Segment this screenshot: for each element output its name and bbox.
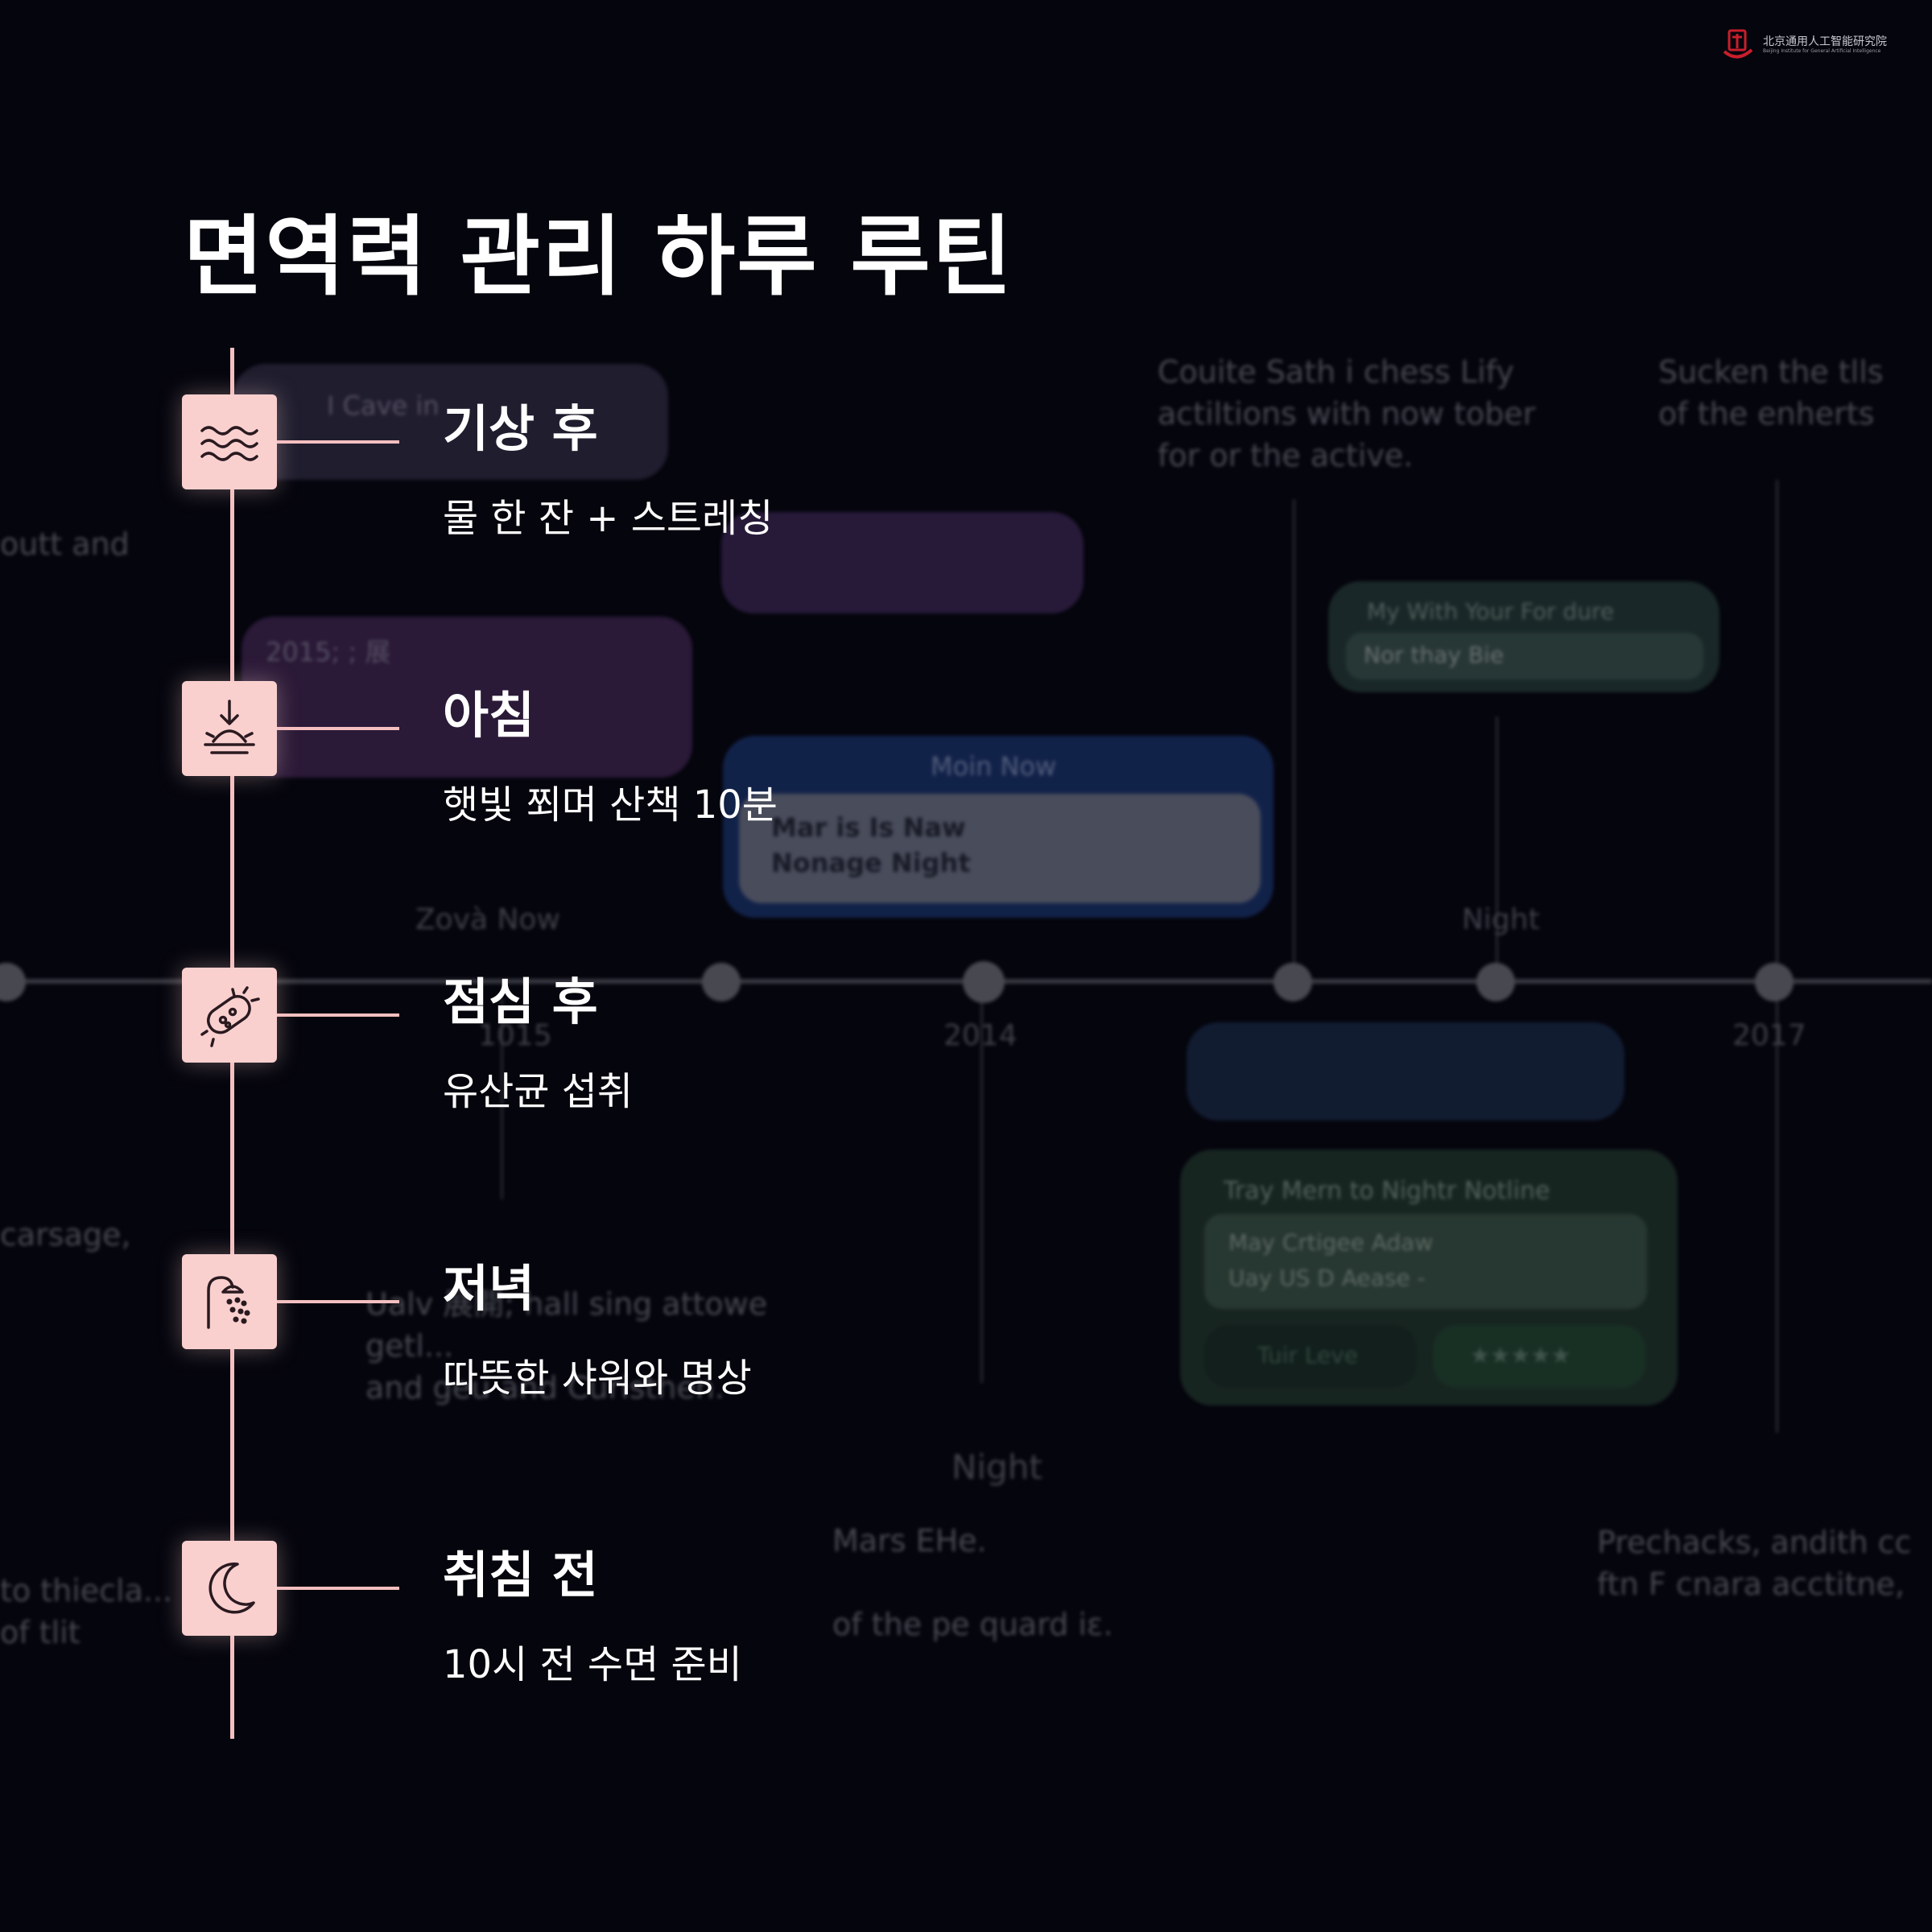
sunrise-icon <box>182 681 277 776</box>
background-text: Prechacks, andith cc ftn F cnara acctitn… <box>1597 1525 1912 1602</box>
step-title: 취침 전 <box>443 1546 598 1604</box>
background-node <box>1274 963 1312 1001</box>
background-text: carsage, <box>0 1217 131 1253</box>
step-description: 따뜻한 샤워와 명상 <box>443 1356 752 1401</box>
step-description: 물 한 잔 + 스트레칭 <box>443 496 774 541</box>
step-connector <box>277 440 399 444</box>
step-description: 햇빛 쬐며 산책 10분 <box>443 782 778 828</box>
background-label: Zovà Now <box>415 903 560 936</box>
background-year: 2014 <box>943 1019 1018 1052</box>
background-label: Night <box>952 1447 1042 1487</box>
background-node <box>0 963 26 1001</box>
step-title: 아침 <box>443 686 535 745</box>
moon-icon <box>182 1541 277 1636</box>
step-title: 점심 후 <box>443 972 598 1031</box>
background-label: Night <box>1462 903 1540 936</box>
step-connector <box>277 1300 399 1303</box>
logo-subtitle: Beijing Institute for General Artificial… <box>1763 48 1881 54</box>
shower-icon <box>182 1254 277 1349</box>
logo-name: 北京通用人工智能研究院 <box>1763 35 1887 48</box>
page-title: 면역력 관리 하루 루틴 <box>184 207 1014 308</box>
background-bubble: Tray Mern to Nightr Notline May Crtigee … <box>1180 1150 1678 1406</box>
step-title: 저녁 <box>443 1259 535 1318</box>
background-bubble: Moin Now Mar is Is Naw Nonage Night <box>723 736 1274 918</box>
background-text: outt and <box>0 526 130 562</box>
background-stem <box>980 998 983 1383</box>
background-node <box>963 961 1005 1003</box>
step-connector <box>277 727 399 730</box>
water-waves-icon <box>182 394 277 489</box>
background-text: Ualv 展開; hall sing attowe getl... and ge… <box>365 1286 768 1406</box>
background-node <box>1755 963 1794 1001</box>
background-stem <box>1776 998 1778 1433</box>
background-stem <box>1293 499 1295 979</box>
background-bubble <box>721 512 1084 613</box>
institute-logo: 北京通用人工智能研究院 Beijing Institute for Genera… <box>1719 27 1887 63</box>
background-text: Sucken the tlls of the enherts <box>1658 354 1884 431</box>
background-bubble: My With Your For dure Nor thay Bie <box>1328 581 1719 692</box>
background-year: 2017 <box>1732 1019 1806 1052</box>
background-year: 1015 <box>478 1019 552 1052</box>
step-connector <box>277 1587 399 1590</box>
step-description: 10시 전 수면 준비 <box>443 1642 742 1687</box>
background-bubble: I Cave in <box>233 364 668 480</box>
institute-seal-icon <box>1723 29 1753 59</box>
step-title: 기상 후 <box>443 399 598 458</box>
bacteria-icon <box>182 968 277 1063</box>
step-description: 유산균 섭취 <box>443 1069 634 1114</box>
background-stem <box>1776 480 1778 979</box>
background-text: Mars EHe. of the pe quard iε. <box>832 1523 1113 1642</box>
background-node <box>1476 963 1515 1001</box>
step-connector <box>277 1013 399 1017</box>
background-bubble <box>1187 1022 1624 1121</box>
background-text: to thiecla... of tlit <box>0 1573 173 1650</box>
background-stem <box>1496 716 1498 979</box>
background-bubble: 2015; ; 展 <box>242 617 692 778</box>
background-text: Couite Sath i chess Lify actiltions with… <box>1158 354 1536 473</box>
background-node <box>702 963 741 1001</box>
background-stem <box>501 998 503 1199</box>
